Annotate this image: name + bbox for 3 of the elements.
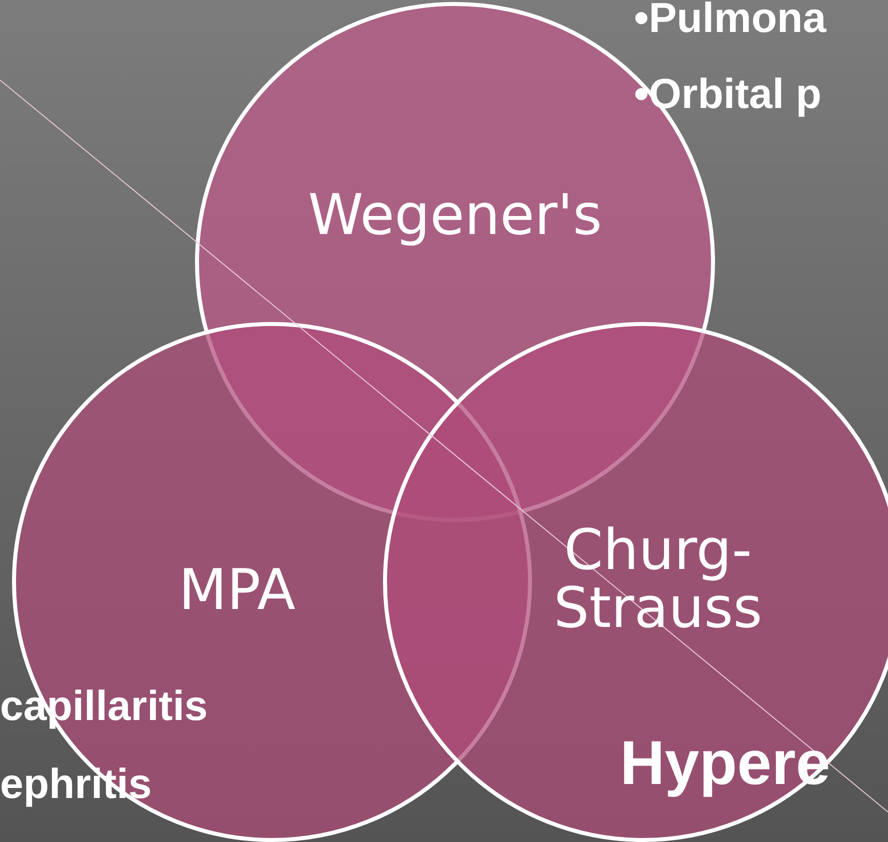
circle-label: Wegener's xyxy=(306,187,604,245)
circle-label: MPA xyxy=(178,562,296,620)
bullet-text: •Pulmona xyxy=(634,0,826,42)
